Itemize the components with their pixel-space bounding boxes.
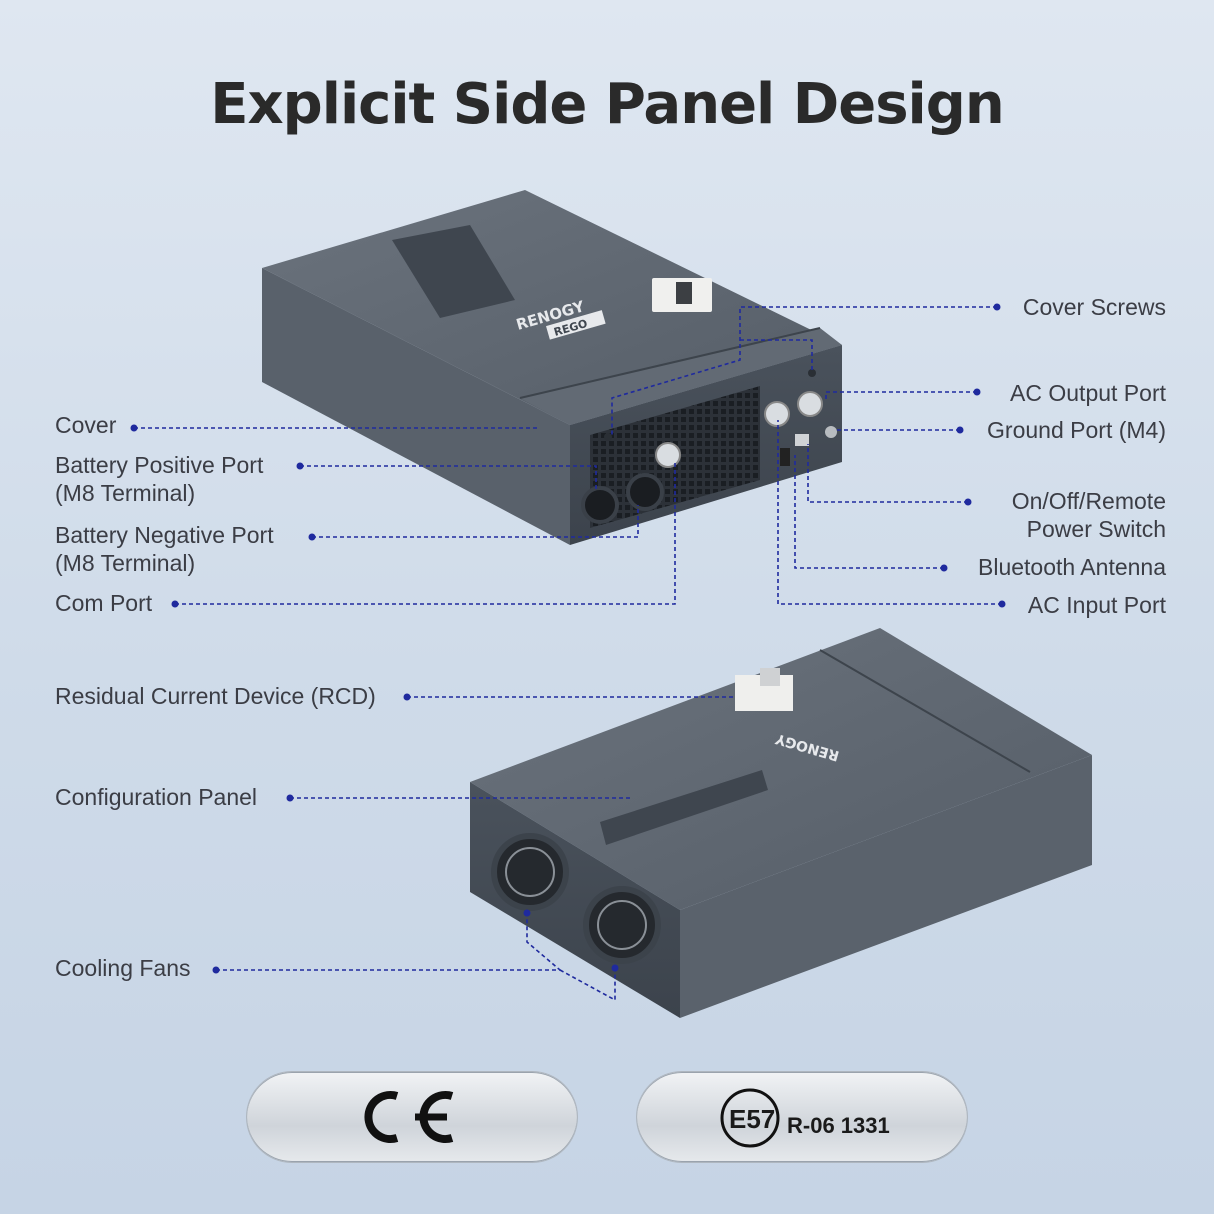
- page-title: Explicit Side Panel Design: [210, 72, 1004, 137]
- label-power-switch-line2: Power Switch: [1026, 516, 1166, 542]
- label-bluetooth: Bluetooth Antenna: [978, 554, 1166, 580]
- emark-code: E57: [729, 1104, 776, 1134]
- ce-mark-icon: [364, 1091, 454, 1143]
- emark-number: R-06 1331: [787, 1113, 890, 1138]
- ce-badge: [247, 1072, 577, 1162]
- com-port-connector: [655, 442, 681, 468]
- label-battery-positive-line2: (M8 Terminal): [55, 480, 196, 506]
- label-cover: Cover: [55, 412, 117, 438]
- ac-output-connector: [797, 391, 823, 417]
- label-com-port: Com Port: [55, 590, 153, 616]
- power-switch: [795, 434, 809, 446]
- label-cooling-fans: Cooling Fans: [55, 955, 191, 981]
- label-rcd: Residual Current Device (RCD): [55, 683, 376, 709]
- label-ac-input: AC Input Port: [1027, 592, 1166, 618]
- ac-input-connector: [764, 401, 790, 427]
- battery-positive-terminal: [581, 486, 619, 524]
- label-cover-screws: Cover Screws: [1022, 294, 1166, 320]
- label-config-panel: Configuration Panel: [55, 784, 258, 810]
- label-battery-positive-line1: Battery Positive Port: [55, 452, 264, 478]
- emark-badge: E57 R-06 1331: [637, 1072, 967, 1162]
- label-ground-port: Ground Port (M4): [987, 417, 1166, 443]
- bluetooth-antenna: [780, 448, 790, 466]
- cooling-fan-2: [583, 886, 661, 964]
- leader-dots: [130, 303, 1006, 974]
- upper-inverter-unit: RENOGY REGO: [262, 190, 842, 545]
- leader-lines: [134, 306, 1002, 1002]
- label-battery-negative-line2: (M8 Terminal): [55, 550, 196, 576]
- configuration-panel-display: [600, 770, 768, 845]
- cooling-fan-1: [491, 833, 569, 911]
- emark-circle-icon: [720, 1088, 780, 1148]
- battery-negative-terminal: [626, 473, 664, 511]
- lower-inverter-unit: RENOGY: [470, 628, 1092, 1018]
- label-battery-negative-line1: Battery Negative Port: [55, 522, 274, 548]
- label-ac-output: AC Output Port: [1010, 380, 1166, 406]
- ground-port-screw: [825, 426, 837, 438]
- label-power-switch-line1: On/Off/Remote: [1011, 488, 1166, 514]
